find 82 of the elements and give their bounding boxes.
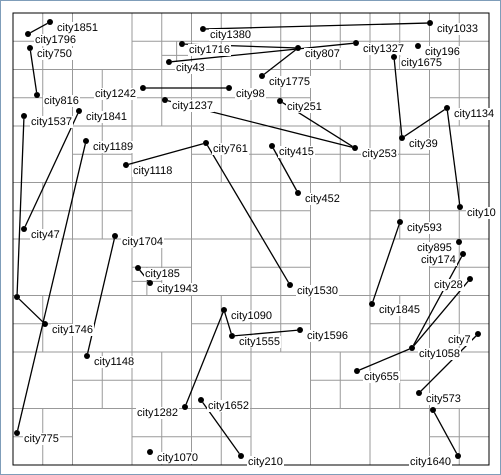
city-label: city1530 <box>296 285 339 297</box>
connector-line <box>24 113 78 227</box>
connector-line <box>172 42 354 62</box>
city-label: city1943 <box>156 283 199 295</box>
city-label: city196 <box>424 46 461 58</box>
city-label: city1845 <box>378 304 421 316</box>
city-label: city1282 <box>136 407 179 419</box>
city-label: city1090 <box>230 310 273 322</box>
connector-line <box>30 50 38 92</box>
connector-line <box>146 87 226 89</box>
city-label: city1242 <box>94 88 137 100</box>
connector-line <box>360 348 410 370</box>
city-label: city775 <box>23 433 60 445</box>
city-label: city1555 <box>238 336 281 348</box>
connector-line <box>186 312 224 404</box>
city-label: city10 <box>466 207 497 219</box>
city-label: city1537 <box>30 116 73 128</box>
city-label: city1327 <box>362 43 405 55</box>
city-label: city1796 <box>34 34 77 46</box>
city-label: city210 <box>247 456 284 468</box>
city-label: city1716 <box>188 44 231 56</box>
city-label: city251 <box>286 101 323 113</box>
point-dot <box>430 407 436 413</box>
city-label: city415 <box>278 146 315 158</box>
city-label: city1380 <box>209 29 252 41</box>
connector-line <box>18 298 44 322</box>
city-label: city895 <box>416 242 453 254</box>
connector-line <box>16 118 25 294</box>
city-label: city1596 <box>306 330 349 342</box>
point-dot <box>14 294 20 300</box>
connector-line <box>413 280 469 346</box>
city-label: city1033 <box>436 23 479 35</box>
city-label: city1746 <box>51 324 94 336</box>
city-label: city1841 <box>85 111 128 123</box>
city-label: city761 <box>212 143 249 155</box>
city-label: city1704 <box>121 236 164 248</box>
connector-line <box>412 256 462 346</box>
connector-line <box>272 148 298 191</box>
connector-line <box>446 110 460 204</box>
city-label: city1134 <box>453 108 496 120</box>
connector-line <box>224 312 232 334</box>
connector-line <box>17 144 86 430</box>
city-label: city1851 <box>56 22 99 34</box>
city-label: city593 <box>406 222 443 234</box>
city-label: city1775 <box>268 76 311 88</box>
connector-line <box>206 145 290 283</box>
connector-line <box>264 49 296 75</box>
city-label: city253 <box>361 148 398 160</box>
city-label: city98 <box>235 88 266 100</box>
connector-line <box>139 270 149 282</box>
city-label: city174 <box>420 254 457 266</box>
city-label: city807 <box>304 48 341 60</box>
connector-line <box>206 22 428 30</box>
city-label: city7 <box>447 334 472 346</box>
city-label: city573 <box>425 393 462 405</box>
connector-line <box>128 143 204 165</box>
city-label: city1237 <box>171 100 214 112</box>
city-label: city816 <box>43 95 80 107</box>
connector-line <box>87 238 115 354</box>
connector-line <box>434 412 458 454</box>
city-label: city1640 <box>409 456 452 468</box>
connector-line <box>372 224 400 302</box>
connector-line <box>404 109 445 137</box>
connector-line <box>30 22 48 34</box>
city-label: city47 <box>30 229 61 241</box>
city-label: city750 <box>36 48 73 60</box>
city-label: city185 <box>144 268 181 280</box>
city-label: city655 <box>363 371 400 383</box>
connector-line <box>202 402 240 454</box>
city-label: city28 <box>433 279 464 291</box>
city-label: city1070 <box>156 452 199 464</box>
city-label: city452 <box>304 193 341 205</box>
city-label: city39 <box>408 138 439 150</box>
city-label: city1058 <box>418 348 461 360</box>
city-label: city1189 <box>92 141 134 153</box>
city-label: city1118 <box>132 165 174 177</box>
city-label: city1675 <box>400 57 443 69</box>
city-label: city1148 <box>93 356 136 368</box>
city-label: city1652 <box>207 400 250 412</box>
city-label: city43 <box>175 62 206 74</box>
connector-line <box>234 330 298 336</box>
connector-line <box>394 60 402 136</box>
